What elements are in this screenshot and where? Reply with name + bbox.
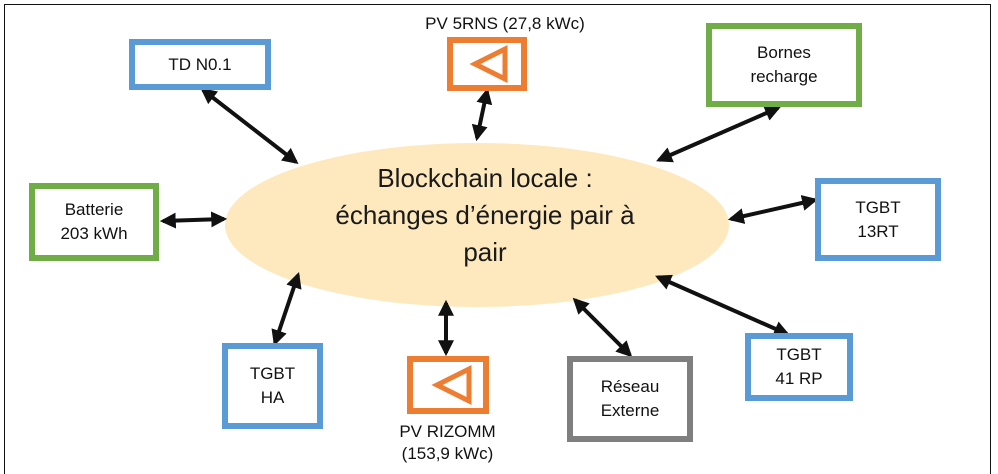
node-td-no1-label: TD N0.1 [168, 54, 232, 74]
pv-5rns-icon [447, 37, 527, 91]
pv-rizomm-label: PV RIZOMM (153,9 kWc) [399, 422, 496, 463]
pv-rizomm-icon [407, 356, 489, 414]
pv-5rns-label: PV 5RNS (27,8 kWc) [425, 14, 585, 33]
blockchain-label-line-2: échanges d’énergie pair à [335, 200, 635, 230]
node-reseau-externe: Réseau Externe [567, 356, 693, 442]
node-tgbt-41rp-label: TGBT 41 RP [775, 345, 823, 388]
node-bornes-label: Bornes recharge [750, 43, 818, 86]
blockchain-label-line-3: pair [463, 237, 507, 267]
arrow-bornes [656, 105, 781, 163]
blockchain-ellipse [225, 143, 729, 307]
arrow-tgbt-ha [271, 271, 302, 347]
blockchain-label-line-1: Blockchain locale : [377, 163, 593, 193]
arrow-td-no1 [200, 88, 299, 164]
arrow-tgbt-41rp [655, 274, 790, 337]
node-tgbt-ha: TGBT HA [222, 343, 323, 429]
diagram-frame [4, 4, 991, 474]
node-tgbt-13rt-label: TGBT 13RT [855, 197, 901, 241]
node-batterie: Batterie 203 kWh [29, 183, 159, 261]
arrow-reseau [572, 297, 633, 358]
arrow-tgbt-13rt [727, 195, 819, 224]
arrow-pv-top [471, 87, 493, 142]
node-reseau-label: Réseau Externe [600, 377, 660, 420]
node-tgbt-13rt: TGBT 13RT [815, 178, 941, 261]
node-td-no1: TD N0.1 [129, 39, 271, 90]
node-bornes-recharge: Bornes recharge [706, 23, 862, 107]
blockchain-label: Blockchain locale : échanges d’énergie p… [290, 160, 680, 271]
node-tgbt-41rp: TGBT 41 RP [745, 333, 853, 401]
arrow-batterie [159, 211, 228, 229]
node-batterie-label: Batterie 203 kWh [60, 200, 128, 243]
node-tgbt-ha-label: TGBT HA [249, 364, 296, 407]
